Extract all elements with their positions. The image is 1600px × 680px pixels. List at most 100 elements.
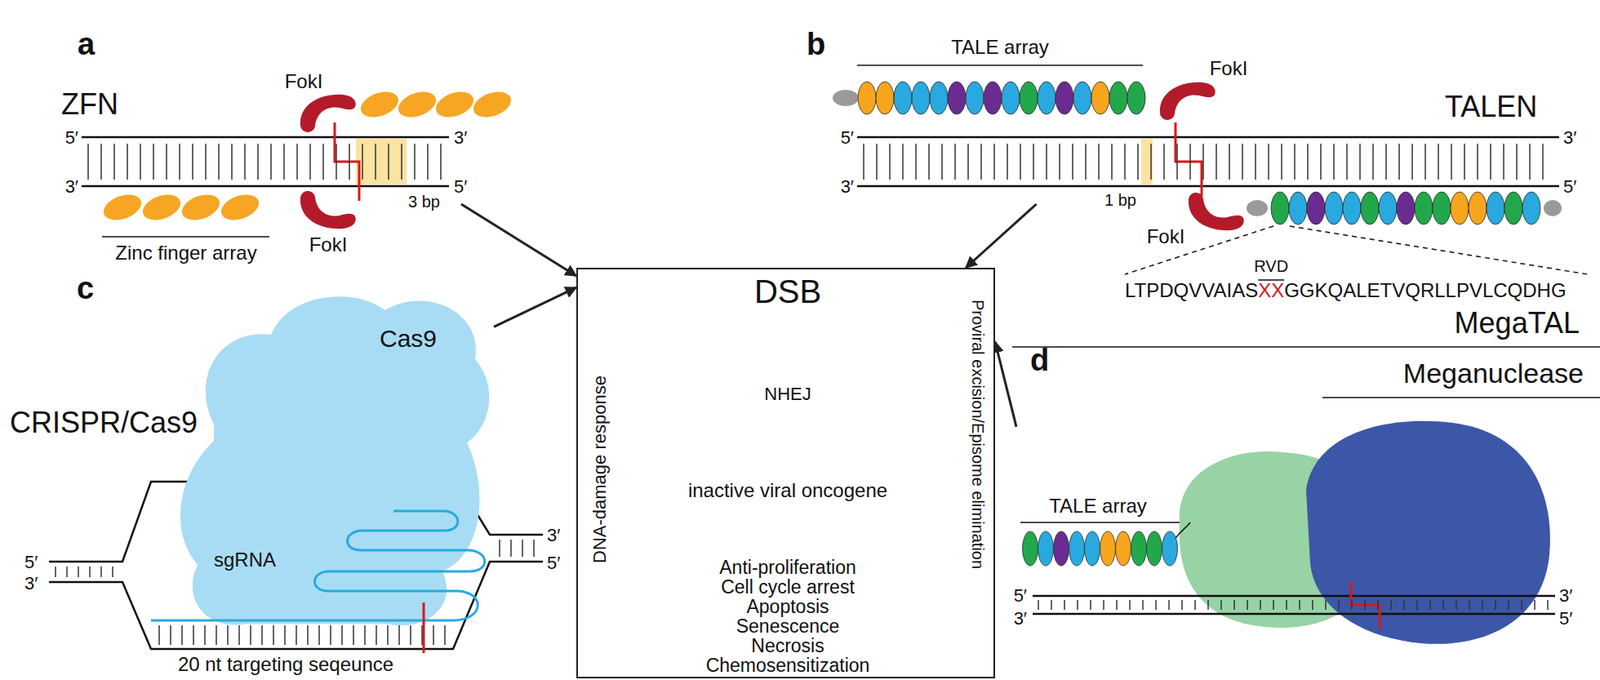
- tale-repeat: [1396, 191, 1415, 225]
- base-pair-tick: [1097, 143, 1100, 180]
- base-pair-tick: [329, 625, 332, 645]
- base-pair-tick: [1390, 600, 1392, 610]
- outcome-item: Senescence: [736, 615, 840, 637]
- base-pair-tick: [1063, 600, 1066, 610]
- tale-repeat: [1127, 81, 1146, 115]
- strand-end: 3′: [24, 573, 38, 594]
- strand-end: 5′: [1563, 176, 1577, 197]
- tale-repeat: [1522, 191, 1541, 225]
- base-pair-tick: [295, 625, 298, 645]
- outcome-item: Cell cycle arrest: [720, 576, 855, 598]
- tale-repeat: [1022, 531, 1039, 566]
- base-pair-tick: [1058, 143, 1061, 180]
- outcome-item: Anti-proliferation: [719, 556, 856, 578]
- base-pair-tick: [272, 625, 275, 645]
- base-pair-tick: [1241, 143, 1244, 180]
- outcome-item: Apoptosis: [746, 595, 829, 618]
- tale-repeat: [983, 81, 1002, 115]
- base-pair-tick: [1298, 600, 1301, 610]
- base-pair-tick: [1437, 143, 1440, 180]
- base-pair-tick: [113, 143, 116, 180]
- tale-repeat: [1131, 531, 1147, 566]
- base-pair-tick: [1124, 143, 1126, 180]
- protein-label: FokI: [1146, 225, 1186, 249]
- tale-repeat: [857, 81, 876, 115]
- panel-letter: d: [1030, 342, 1049, 379]
- base-pair-tick: [296, 143, 298, 180]
- dna-strand: [1032, 595, 1556, 598]
- base-pair-tick: [341, 625, 343, 645]
- tale-repeat: [1468, 191, 1487, 225]
- base-pair-tick: [1377, 600, 1379, 610]
- base-pair-tick: [1037, 600, 1040, 610]
- tale-repeat: [1432, 191, 1451, 225]
- base-pair-tick: [261, 625, 263, 645]
- base-pair-tick: [1259, 600, 1262, 610]
- pathway-label: Proviral excision/Episome elimination: [968, 299, 987, 569]
- base-pair-tick: [902, 143, 904, 180]
- flow-arrow: [965, 204, 1036, 268]
- base-pair-tick: [1293, 143, 1296, 180]
- base-pair-tick: [915, 143, 917, 180]
- base-pair-tick: [169, 625, 172, 645]
- flow-arrow: [461, 204, 577, 276]
- base-pair-tick: [1215, 143, 1218, 180]
- method-title: MegaTAL: [1454, 306, 1580, 340]
- tale-repeat: [1288, 191, 1307, 225]
- base-pair-tick: [413, 143, 416, 180]
- base-pair-tick: [1364, 600, 1366, 610]
- base-pair-tick: [1502, 143, 1505, 180]
- meganuclease-domain: [1306, 421, 1551, 645]
- base-pair-tick: [249, 625, 252, 645]
- tale-repeat: [1450, 191, 1469, 225]
- tale-terminus: [832, 89, 859, 107]
- base-pair-tick: [1181, 600, 1183, 610]
- base-pair-tick: [1416, 600, 1418, 610]
- base-pair-tick: [1202, 143, 1205, 180]
- rna-label: sgRNA: [213, 548, 276, 572]
- base-pair-tick: [1071, 143, 1074, 180]
- base-pair-tick: [432, 625, 435, 645]
- tale-repeat: [1037, 81, 1056, 115]
- tale-repeat: [1055, 81, 1074, 115]
- base-pair-tick: [1168, 600, 1170, 610]
- base-pair-tick: [1280, 143, 1283, 180]
- dna-strand: [81, 136, 449, 139]
- tale-repeat: [1146, 531, 1163, 566]
- base-pair-tick: [100, 566, 103, 578]
- base-pair-tick: [1285, 600, 1288, 610]
- base-pair-tick: [226, 625, 229, 645]
- zinc-finger: [395, 87, 440, 123]
- tale-terminus: [1246, 200, 1268, 217]
- base-pair-tick: [1429, 600, 1432, 610]
- zinc-finger: [470, 87, 516, 123]
- base-pair-tick: [1442, 600, 1445, 610]
- base-pair-tick: [352, 625, 355, 645]
- base-pair-tick: [1076, 600, 1079, 610]
- base-pair-tick: [1455, 600, 1458, 610]
- base-pair-tick: [204, 625, 206, 645]
- base-pair-tick: [178, 143, 181, 180]
- base-pair-tick: [1150, 143, 1152, 180]
- array-label: Zinc finger array: [115, 241, 257, 265]
- base-pair-tick: [1411, 143, 1414, 180]
- base-pair-tick: [1128, 600, 1131, 610]
- target-label: 20 nt targeting seqeunce: [177, 653, 394, 676]
- rvd-label: RVD: [1253, 257, 1289, 276]
- foki-domain: [300, 191, 356, 229]
- strand-end: 5′: [1013, 585, 1027, 606]
- strand-end: 5′: [546, 552, 560, 574]
- zinc-finger: [100, 190, 146, 226]
- base-pair-tick: [100, 143, 103, 180]
- cut-line: [334, 122, 360, 201]
- base-pair-tick: [1320, 143, 1322, 180]
- sgrna-strand: [151, 511, 485, 621]
- flow-arrow: [493, 287, 577, 327]
- base-pair-tick: [421, 625, 423, 645]
- base-pair-tick: [1515, 143, 1518, 180]
- base-pair-tick: [217, 143, 220, 180]
- strand-end: 3′: [546, 524, 560, 546]
- base-pair-tick: [1089, 600, 1092, 610]
- tale-repeat: [1069, 531, 1085, 566]
- base-pair-tick: [1045, 143, 1048, 180]
